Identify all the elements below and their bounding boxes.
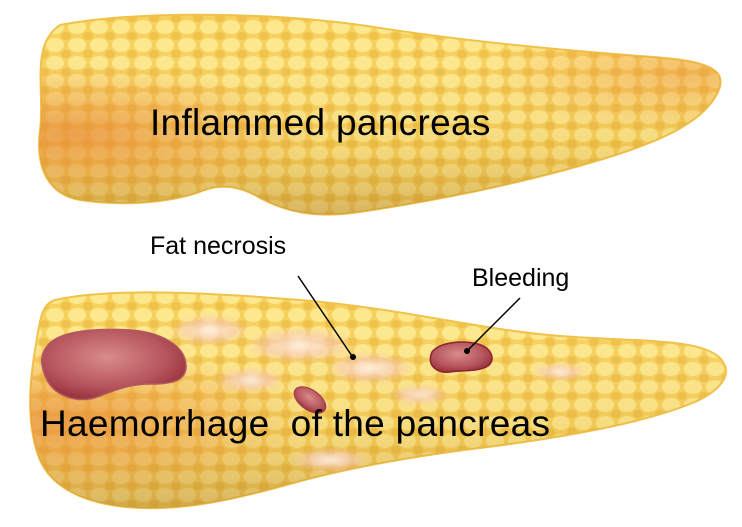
fat-necrosis-patches: [170, 314, 588, 472]
bleeding-spot: [429, 341, 493, 374]
bleeding-leader-dot: [464, 348, 470, 354]
bleeding-label: Bleeding: [472, 264, 570, 292]
haemorrhagic-pancreas-illustration: [29, 291, 727, 510]
inflamed-pancreas-label: Inflammed pancreas: [150, 102, 491, 143]
inflamed-pancreas-illustration: [38, 13, 722, 216]
fat-necrosis-leader-dot: [350, 354, 356, 360]
bleeding-leader-line: [467, 297, 521, 351]
fat-necrosis-leader-line: [297, 275, 353, 357]
haemorrhage-label: Haemorrhage of the pancreas: [40, 403, 551, 444]
small-haemorrhage-spot: [293, 386, 327, 414]
large-haemorrhage-spot: [41, 328, 187, 401]
fat-necrosis-label: Fat necrosis: [150, 232, 287, 260]
